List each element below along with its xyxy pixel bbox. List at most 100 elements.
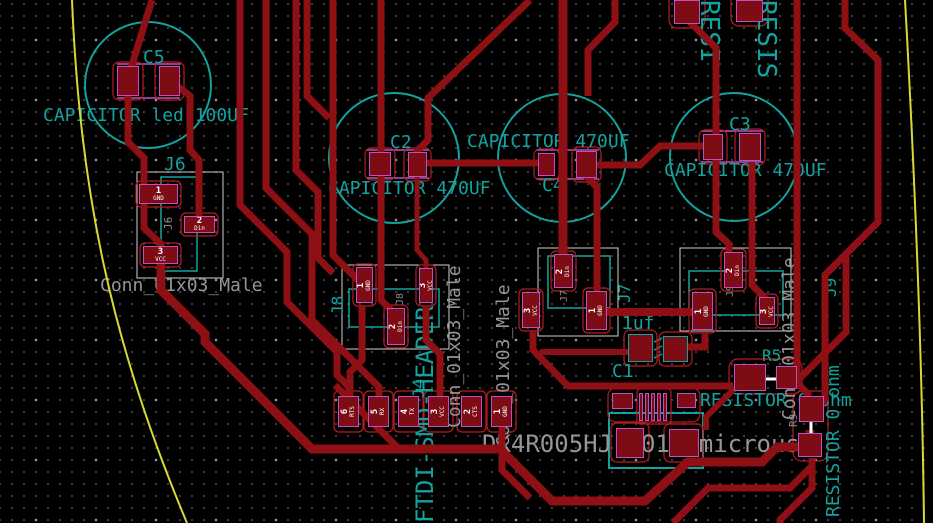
trace[interactable] — [529, 330, 733, 390]
trace[interactable] — [580, 142, 708, 169]
trace[interactable] — [498, 427, 533, 501]
board-edge[interactable] — [71, 0, 925, 523]
r5-pad-1[interactable] — [734, 364, 766, 391]
j8-fab-ref-text[interactable]: J8 — [395, 293, 406, 305]
j4-pad2-net: CTS — [472, 406, 479, 417]
usb-pin-pad-1[interactable] — [639, 393, 643, 421]
j6-ref-text[interactable]: J6 — [164, 154, 186, 175]
c5-ref-text[interactable]: C5 — [143, 47, 165, 68]
j4-pad5-net: RX — [378, 407, 386, 416]
j8-value-text[interactable]: Conn_01x03_Male — [444, 265, 465, 428]
usb-pin-pad-3[interactable] — [651, 393, 655, 421]
trace[interactable] — [262, 0, 383, 400]
j7-ref-text[interactable]: J7 — [615, 284, 634, 303]
trace[interactable] — [788, 0, 882, 382]
c2-ref-text[interactable]: C2 — [390, 132, 412, 153]
trace[interactable] — [303, 0, 332, 121]
c3-ref-text[interactable]: C3 — [729, 114, 751, 135]
trace[interactable] — [169, 79, 203, 218]
usb-mount-pad-left[interactable] — [616, 428, 644, 458]
trace[interactable] — [422, 305, 444, 398]
trace[interactable] — [332, 382, 403, 453]
trace[interactable] — [577, 167, 601, 293]
c3-pad-1[interactable] — [703, 134, 723, 160]
trace[interactable] — [346, 305, 366, 398]
usb-pin-pad-5[interactable] — [663, 393, 667, 421]
c1-pad-1[interactable] — [628, 334, 653, 362]
r5-ref-text[interactable]: R5 — [762, 346, 781, 365]
c4-pad-1[interactable] — [538, 153, 555, 176]
c1-value-text[interactable]: 1uf — [622, 313, 655, 334]
usb-shield-pad-left[interactable] — [612, 393, 633, 409]
trace[interactable] — [748, 162, 768, 302]
trace[interactable] — [414, 175, 429, 270]
usb-mount-pad-right[interactable] — [669, 429, 699, 457]
c2-pad-1[interactable] — [369, 152, 391, 176]
trace[interactable] — [688, 332, 709, 351]
trace[interactable] — [329, 0, 366, 300]
c3-pad-2[interactable] — [739, 133, 761, 161]
trace[interactable] — [793, 0, 813, 399]
usb-pin-pad-4[interactable] — [657, 393, 661, 421]
j6-value-text[interactable]: Conn_01x03_Male — [100, 275, 263, 296]
trace[interactable] — [292, 0, 336, 276]
c1-pad-2[interactable] — [663, 336, 688, 362]
c4-pad-2[interactable] — [576, 151, 597, 178]
r9-fab-ref-text[interactable]: R9 — [787, 414, 800, 427]
usb-pin-pad-2[interactable] — [645, 393, 649, 421]
j6-fab-ref-text[interactable]: J6 — [162, 217, 175, 230]
j8-ref-text[interactable]: J8 — [328, 296, 347, 315]
trace[interactable] — [584, 0, 619, 96]
trace[interactable] — [124, 0, 165, 258]
trace[interactable] — [703, 385, 738, 430]
trace[interactable] — [156, 256, 815, 506]
j4-ref-text[interactable]: J4 — [409, 379, 428, 398]
j9-fab-ref-text[interactable]: J9 — [725, 285, 736, 297]
trace[interactable] — [670, 463, 815, 523]
board-edge-right-line[interactable] — [904, 0, 925, 523]
r-top-left-pad[interactable] — [674, 0, 700, 24]
c1-ref-text[interactable]: C1 — [612, 361, 634, 382]
usb-value-text[interactable]: DK4R005HJ 2010 microusb — [482, 430, 814, 458]
c5-pad-2[interactable] — [159, 66, 180, 96]
c3-value-text[interactable]: CAPICITOR 470UF — [664, 160, 827, 181]
j7-fab-ref-text[interactable]: J7 — [559, 290, 570, 302]
c2-silk-circle[interactable] — [328, 92, 460, 224]
c2-value-text[interactable]: CAPICITOR 470UF — [328, 178, 491, 199]
r9-value-text[interactable]: RESISTOR 0 ohm — [823, 365, 844, 517]
trace[interactable] — [776, 458, 816, 523]
usb-shield-pad-right[interactable] — [677, 393, 696, 408]
r-top-right-pad[interactable] — [736, 0, 763, 22]
c4-value-text[interactable]: CAPICITOR 470UF — [467, 131, 630, 152]
r5-pad-2[interactable] — [776, 366, 797, 389]
c3-silk-circle[interactable] — [669, 92, 799, 222]
r9-pad-1[interactable] — [799, 396, 824, 422]
c4-ref-text[interactable]: C4 — [542, 175, 564, 196]
board-edge-left-arc[interactable] — [71, 0, 188, 523]
j7-silk-rect[interactable] — [547, 255, 611, 309]
c5-pad-1[interactable] — [117, 66, 139, 96]
r9-pad-2[interactable] — [798, 433, 822, 457]
c2-pad-2[interactable] — [408, 152, 427, 177]
c5-value-text[interactable]: CAPICITOR led 100UF — [43, 105, 249, 126]
trace[interactable] — [712, 160, 733, 258]
j6-pad1-net: GND — [153, 194, 164, 202]
